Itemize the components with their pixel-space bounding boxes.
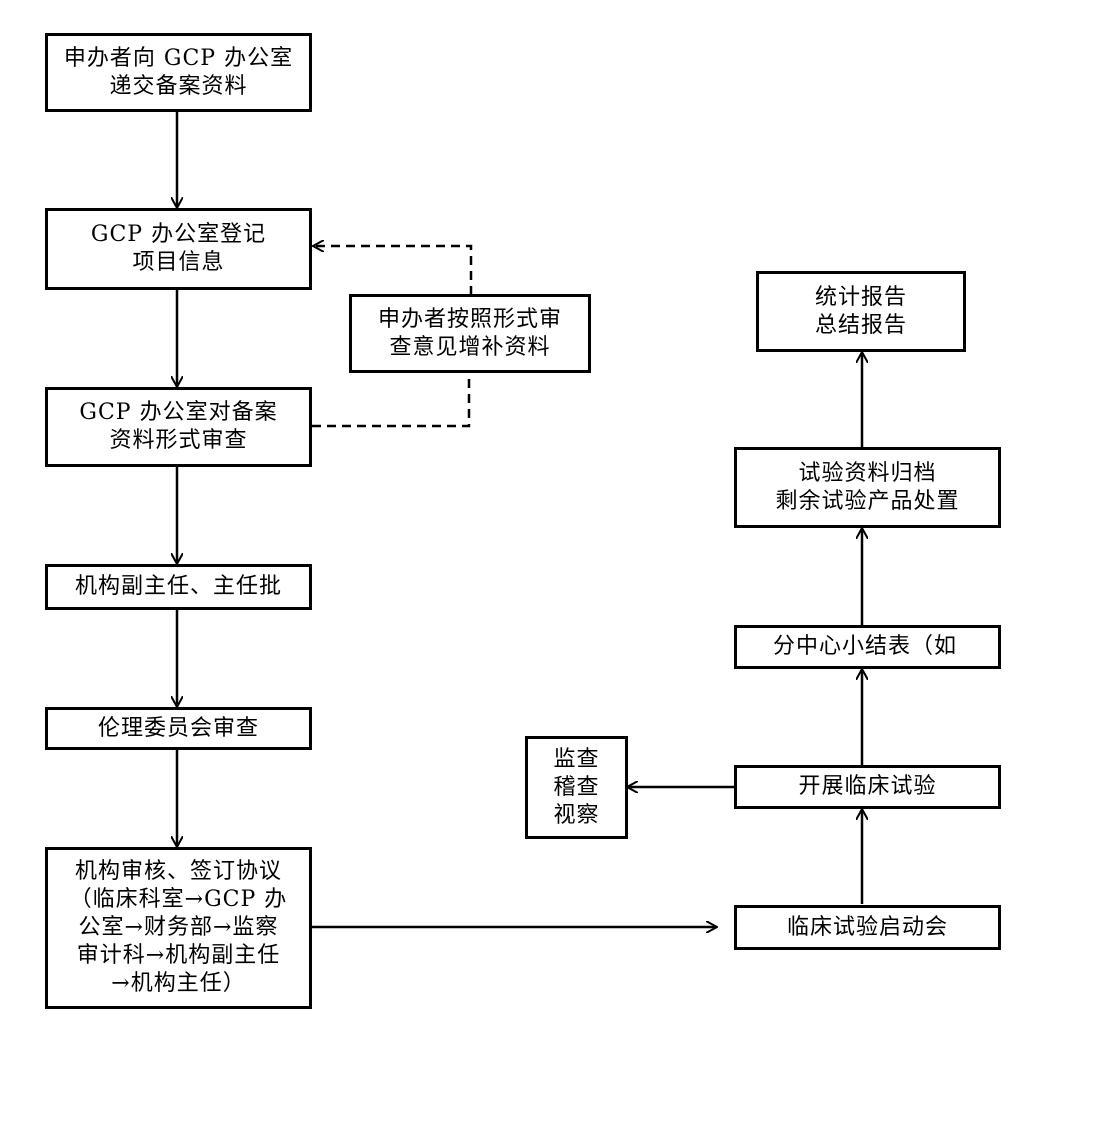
node-monitor-line-2: 稽查 bbox=[553, 774, 600, 800]
node-director-approval-line-1: 机构副主任、主任批 bbox=[74, 574, 282, 599]
node-register-line-2: 项目信息 bbox=[132, 250, 225, 275]
node-report: 统计报告总结报告 bbox=[756, 271, 966, 352]
node-agreement-line-3: 公室→财务部→监察 bbox=[78, 915, 279, 940]
node-submit-line-1: 申办者向 GCP 办公室 bbox=[63, 45, 294, 71]
node-formal-review-line-1: GCP 办公室对备案 bbox=[79, 400, 278, 425]
node-agreement: 机构审核、签订协议 （临床科室→GCP 办公室→财务部→监察审计科→机构副主任 →机… bbox=[45, 847, 312, 1009]
node-formal-review: GCP 办公室对备案资料形式审查 bbox=[45, 387, 312, 467]
node-monitor: 监查稽查视察 bbox=[525, 736, 628, 839]
dashed-supplement-to-register bbox=[314, 246, 473, 295]
node-report-line-2: 总结报告 bbox=[814, 312, 907, 338]
node-submit-line-2: 递交备案资料 bbox=[109, 73, 248, 99]
node-ethics-line-1: 伦理委员会审查 bbox=[97, 715, 259, 741]
node-archive: 试验资料归档剩余试验产品处置 bbox=[734, 447, 1001, 528]
node-monitor-line-1: 监查 bbox=[553, 746, 600, 772]
node-supplement-line-1: 申办者按照形式审 bbox=[377, 306, 562, 332]
node-register-line-1: GCP 办公室登记 bbox=[90, 222, 267, 247]
node-archive-line-2: 剩余试验产品处置 bbox=[775, 488, 960, 514]
node-agreement-line-2: （临床科室→GCP 办 bbox=[69, 887, 288, 912]
node-submit: 申办者向 GCP 办公室递交备案资料 bbox=[45, 33, 312, 112]
node-director-approval: 机构副主任、主任批 bbox=[45, 564, 312, 610]
node-summary-table: 分中心小结表（如 bbox=[734, 625, 1001, 669]
node-ethics: 伦理委员会审查 bbox=[45, 707, 312, 750]
node-supplement: 申办者按照形式审查意见增补资料 bbox=[349, 294, 591, 373]
node-summary-table-line-1: 分中心小结表（如 bbox=[773, 634, 958, 659]
dashed-review-to-supplement bbox=[312, 373, 471, 428]
node-agreement-line-4: 审计科→机构副主任 bbox=[76, 943, 281, 968]
node-conduct: 开展临床试验 bbox=[734, 765, 1001, 809]
node-kickoff: 临床试验启动会 bbox=[734, 905, 1001, 950]
node-archive-line-1: 试验资料归档 bbox=[798, 460, 937, 486]
node-monitor-line-3: 视察 bbox=[553, 802, 600, 828]
node-conduct-line-1: 开展临床试验 bbox=[798, 774, 937, 799]
node-agreement-line-1: 机构审核、签订协议 bbox=[74, 859, 282, 884]
node-register: GCP 办公室登记项目信息 bbox=[45, 208, 312, 290]
node-kickoff-line-1: 临床试验启动会 bbox=[786, 914, 948, 940]
node-agreement-line-5: →机构主任） bbox=[111, 971, 246, 996]
node-formal-review-line-2: 资料形式审查 bbox=[109, 428, 248, 453]
node-report-line-1: 统计报告 bbox=[814, 284, 907, 310]
node-supplement-line-2: 查意见增补资料 bbox=[389, 334, 551, 360]
